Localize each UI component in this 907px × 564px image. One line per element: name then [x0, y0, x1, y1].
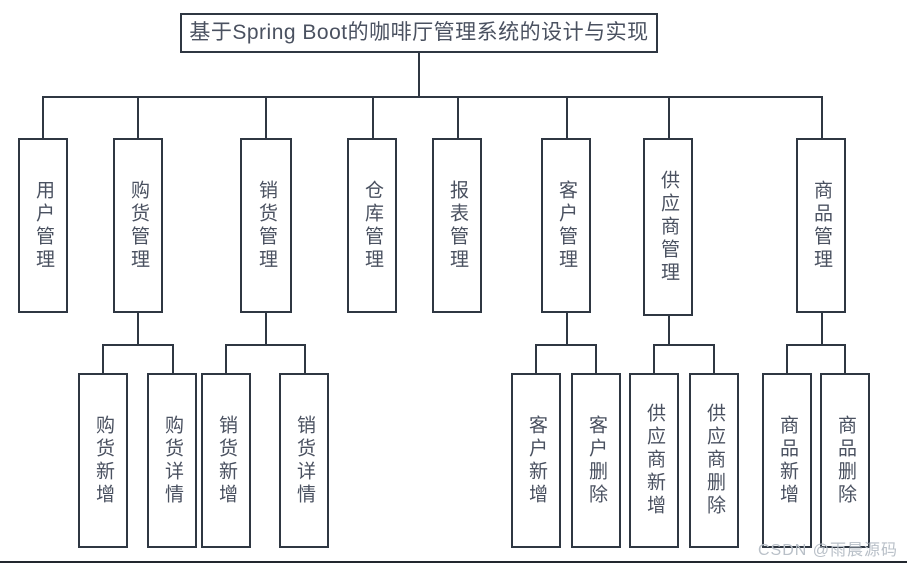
root-node-system-title[interactable]: 基于Spring Boot的咖啡厅管理系统的设计与实现 [180, 13, 658, 53]
connector-customer-add-drop [535, 344, 537, 373]
connector-drop-sales [265, 96, 267, 138]
node-supplier-add-label: 供应商新增 [643, 403, 665, 518]
node-supplier-management[interactable]: 供应商管理 [643, 138, 693, 316]
connector-root-stem [418, 53, 420, 97]
node-sales-detail[interactable]: 销货详情 [279, 373, 329, 548]
connector-sales-add-drop [225, 344, 227, 373]
connector-product-add-drop [786, 344, 788, 373]
connector-customer-bus [535, 344, 597, 346]
node-purchase-management-label: 购货管理 [127, 179, 149, 272]
node-purchase-management[interactable]: 购货管理 [113, 138, 163, 313]
connector-drop-supplier [668, 96, 670, 138]
connector-customer-stem [566, 313, 568, 345]
connector-purchase-bus [102, 344, 173, 346]
node-customer-management-label: 客户管理 [555, 179, 577, 272]
node-supplier-management-label: 供应商管理 [657, 169, 679, 285]
connector-main-bus [42, 96, 822, 98]
node-sales-add-label: 销货新增 [215, 414, 237, 507]
node-report-management[interactable]: 报表管理 [432, 138, 482, 313]
connector-purchase-stem [137, 313, 139, 345]
node-customer-add[interactable]: 客户新增 [511, 373, 561, 548]
connector-customer-delete-drop [595, 344, 597, 373]
node-purchase-detail[interactable]: 购货详情 [147, 373, 197, 548]
node-warehouse-management-label: 仓库管理 [361, 179, 383, 272]
connector-drop-report [457, 96, 459, 138]
connector-drop-warehouse [372, 96, 374, 138]
node-user-management[interactable]: 用户管理 [18, 138, 68, 313]
root-node-label: 基于Spring Boot的咖啡厅管理系统的设计与实现 [189, 20, 649, 44]
node-product-add-label: 商品新增 [776, 414, 798, 507]
node-purchase-add[interactable]: 购货新增 [78, 373, 128, 548]
node-product-management[interactable]: 商品管理 [796, 138, 846, 313]
connector-drop-user [42, 96, 44, 138]
connector-drop-purchase [137, 96, 139, 138]
bottom-divider [0, 561, 907, 563]
node-supplier-delete[interactable]: 供应商删除 [689, 373, 739, 548]
node-sales-add[interactable]: 销货新增 [201, 373, 251, 548]
connector-purchase-add-drop [102, 344, 104, 373]
node-customer-delete[interactable]: 客户删除 [571, 373, 621, 548]
node-customer-management[interactable]: 客户管理 [541, 138, 591, 313]
node-sales-management[interactable]: 销货管理 [240, 138, 292, 313]
node-sales-detail-label: 销货详情 [293, 414, 315, 507]
connector-supplier-delete-drop [713, 344, 715, 373]
node-purchase-detail-label: 购货详情 [161, 414, 183, 507]
connector-sales-stem [265, 313, 267, 345]
connector-purchase-detail-drop [172, 344, 174, 373]
connector-sales-detail-drop [304, 344, 306, 373]
connector-sales-bus [225, 344, 306, 346]
node-customer-add-label: 客户新增 [525, 414, 547, 507]
connector-drop-product [821, 96, 823, 138]
connector-supplier-stem [668, 316, 670, 345]
node-product-management-label: 商品管理 [810, 179, 832, 272]
connector-product-stem [821, 313, 823, 345]
node-product-delete-label: 商品删除 [834, 414, 856, 507]
node-sales-management-label: 销货管理 [255, 179, 277, 272]
node-customer-delete-label: 客户删除 [585, 414, 607, 507]
node-supplier-delete-label: 供应商删除 [703, 403, 725, 518]
node-report-management-label: 报表管理 [446, 179, 468, 272]
node-product-delete[interactable]: 商品删除 [820, 373, 870, 548]
connector-drop-customer [566, 96, 568, 138]
node-product-add[interactable]: 商品新增 [762, 373, 812, 548]
node-warehouse-management[interactable]: 仓库管理 [347, 138, 397, 313]
node-user-management-label: 用户管理 [32, 179, 54, 272]
node-purchase-add-label: 购货新增 [92, 414, 114, 507]
connector-supplier-add-drop [653, 344, 655, 373]
connector-supplier-bus [653, 344, 715, 346]
connector-product-bus [786, 344, 846, 346]
connector-product-delete-drop [844, 344, 846, 373]
node-supplier-add[interactable]: 供应商新增 [629, 373, 679, 548]
